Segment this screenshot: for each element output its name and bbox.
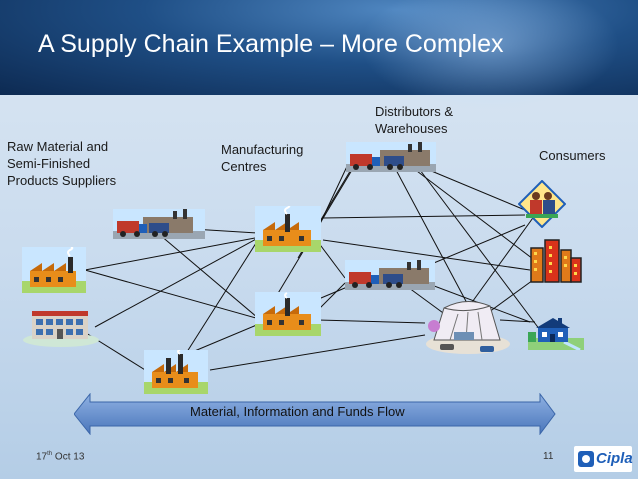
connection bbox=[84, 237, 256, 271]
connection bbox=[317, 282, 346, 311]
connection bbox=[317, 319, 426, 324]
people-icon bbox=[517, 179, 567, 233]
office-building-icon bbox=[22, 307, 100, 352]
shopping-mall-icon bbox=[420, 296, 512, 361]
factory-trucks-icon bbox=[113, 209, 205, 244]
title-bar: A Supply Chain Example – More Complex bbox=[0, 0, 638, 110]
connection bbox=[499, 319, 536, 323]
logo-text: Cipla bbox=[596, 450, 633, 467]
date-suffix: th bbox=[47, 451, 53, 457]
factory-smoke-icon bbox=[255, 204, 321, 257]
connection bbox=[322, 239, 531, 271]
flow-double-arrow bbox=[74, 393, 556, 435]
title-bar-glow bbox=[360, 0, 620, 110]
slide-title: A Supply Chain Example – More Complex bbox=[38, 30, 504, 58]
factory-smoke-icon bbox=[255, 292, 321, 341]
distributors-label: Distributors & Warehouses bbox=[375, 104, 454, 136]
connection bbox=[322, 214, 526, 219]
manufacturing-label: Manufacturing Centres bbox=[221, 142, 304, 174]
connection bbox=[394, 167, 469, 306]
factory-smoke-icon bbox=[144, 349, 208, 399]
logo-icon bbox=[578, 451, 594, 467]
flow-label: Material, Information and Funds Flow bbox=[190, 404, 405, 419]
footer-date: 17th Oct 13 bbox=[36, 451, 84, 462]
page-number: 11 bbox=[543, 451, 554, 462]
factory-smoke-icon bbox=[22, 246, 86, 298]
connection bbox=[84, 269, 257, 319]
connection bbox=[184, 239, 259, 356]
connection bbox=[209, 334, 426, 371]
connection bbox=[94, 237, 259, 328]
factory-trucks-icon bbox=[346, 142, 436, 177]
date-rest: Oct 13 bbox=[52, 451, 85, 463]
factory-trucks-icon bbox=[345, 260, 435, 295]
city-buildings-icon bbox=[527, 238, 583, 291]
suppliers-label: Raw Material and Semi-Finished Products … bbox=[7, 139, 117, 188]
house-icon bbox=[528, 316, 584, 355]
date-day: 17 bbox=[36, 451, 48, 463]
connection bbox=[419, 169, 541, 331]
connection bbox=[469, 214, 536, 306]
consumers-label: Consumers bbox=[539, 148, 606, 163]
connection bbox=[317, 241, 346, 279]
connection bbox=[159, 234, 259, 319]
cipla-logo: Cipla bbox=[574, 446, 633, 472]
